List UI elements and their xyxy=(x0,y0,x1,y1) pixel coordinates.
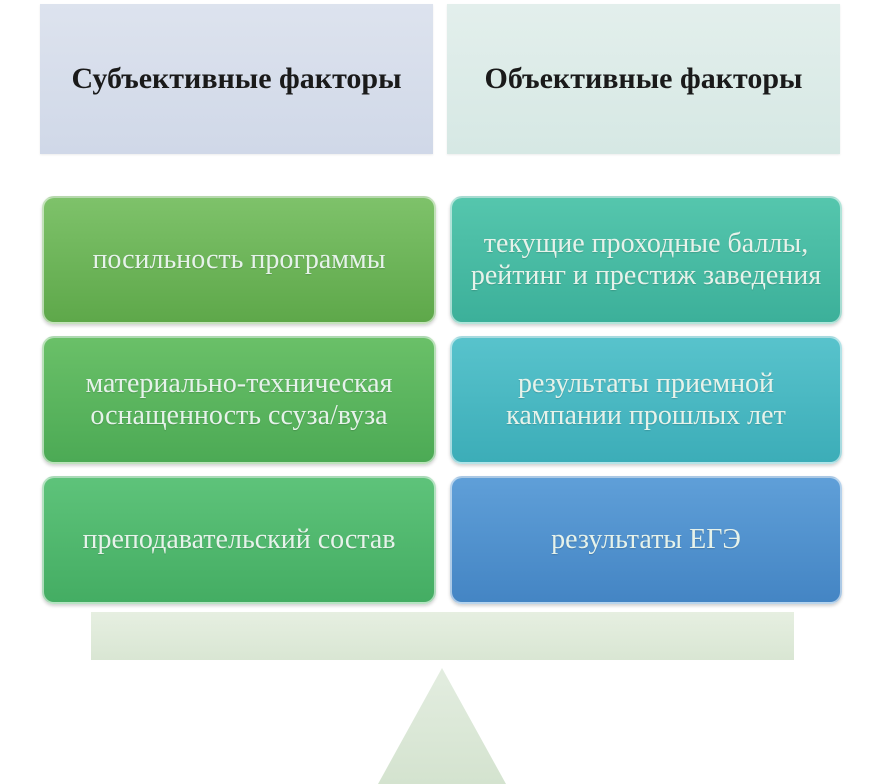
scale-beam xyxy=(91,612,794,660)
subjective-factors-title: Субъективные факторы xyxy=(71,62,402,95)
objective-factors-title: Объективные факторы xyxy=(484,62,803,95)
factor-label: результаты приемной кампании прошлых лет xyxy=(506,368,786,431)
subjective-factor-teaching-staff: преподавательский состав xyxy=(42,476,436,604)
factor-label: материально-техническая оснащенность ссу… xyxy=(85,368,393,431)
objective-factor-past-admissions: результаты приемной кампании прошлых лет xyxy=(450,336,842,464)
factor-label: преподавательский состав xyxy=(82,524,396,555)
factor-label: посильность программы xyxy=(92,244,386,275)
factor-label: текущие проходные баллы, рейтинг и прест… xyxy=(470,228,822,291)
subjective-factor-equipment: материально-техническая оснащенность ссу… xyxy=(42,336,436,464)
objective-factor-passing-scores: текущие проходные баллы, рейтинг и прест… xyxy=(450,196,842,324)
objective-factor-exam-results: результаты ЕГЭ xyxy=(450,476,842,604)
factor-label: результаты ЕГЭ xyxy=(551,524,741,555)
scale-fulcrum xyxy=(378,668,506,784)
objective-factors-header: Объективные факторы xyxy=(447,4,840,154)
subjective-factors-header: Субъективные факторы xyxy=(40,4,433,154)
subjective-factor-program-feasibility: посильность программы xyxy=(42,196,436,324)
